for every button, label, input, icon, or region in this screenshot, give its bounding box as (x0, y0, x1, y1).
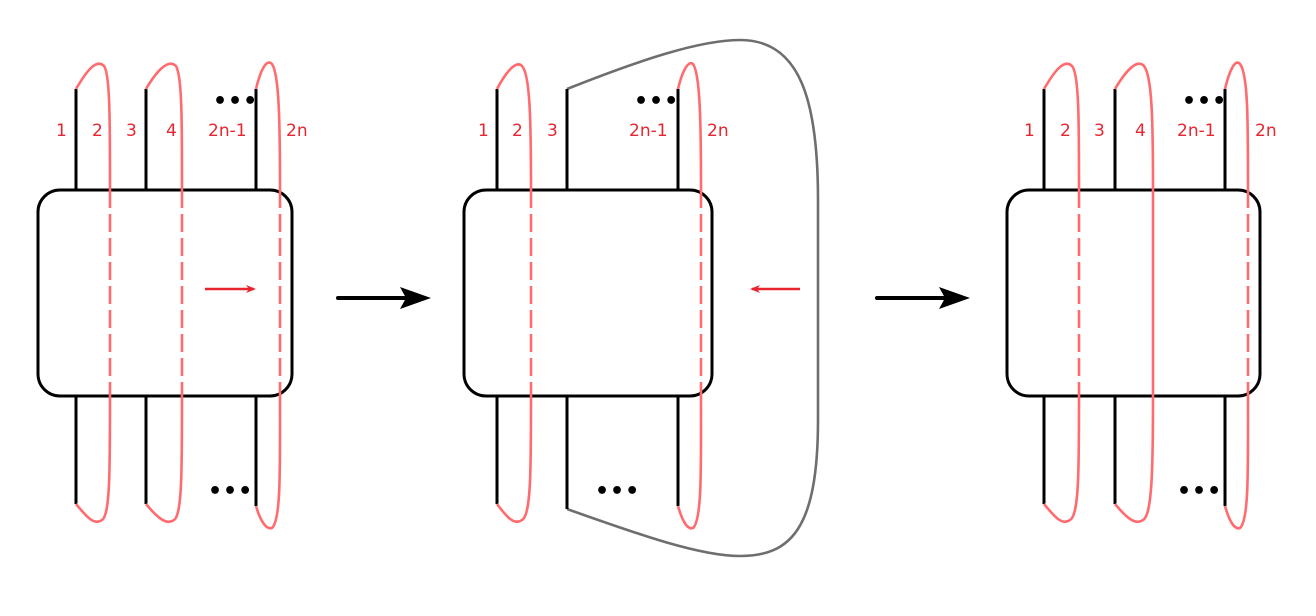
red-cap-1 (1042, 62, 1081, 191)
ellipsis-bottom: ••• (595, 479, 640, 504)
label-2n-1: 2n-1 (208, 121, 247, 141)
label-1: 1 (56, 121, 67, 141)
red-cup-2 (1114, 395, 1155, 524)
label-1: 1 (1024, 121, 1035, 141)
label-2n: 2n (1255, 121, 1277, 141)
gray-closure-loop (566, 38, 820, 558)
transition-arrow-1 (336, 287, 431, 309)
panel-3: 1 2 3 4 2n-1 2n ••• ••• (1005, 61, 1277, 530)
panel-2: 1 2 3 2n-1 2n ••• ••• (462, 38, 820, 558)
ellipsis-top: ••• (634, 89, 679, 114)
label-2n-1: 2n-1 (1177, 121, 1216, 141)
red-cap-3 (676, 61, 703, 191)
tangle-box (36, 188, 294, 398)
label-4: 4 (1135, 121, 1146, 141)
transition-arrow-2 (875, 287, 970, 309)
ellipsis-top: ••• (1182, 89, 1227, 114)
red-cup-2 (145, 395, 184, 524)
red-cap-1 (74, 62, 112, 191)
label-2n: 2n (707, 121, 729, 141)
red-cap-1 (495, 63, 533, 191)
ellipsis-bottom: ••• (208, 479, 253, 504)
label-1: 1 (478, 121, 489, 141)
ellipsis-bottom: ••• (1177, 479, 1222, 504)
label-3: 3 (126, 121, 137, 141)
red-cup-1 (1043, 395, 1081, 524)
red-cap-2 (144, 62, 184, 191)
tangle-box (462, 188, 714, 398)
red-cup-3 (676, 395, 703, 530)
label-2n: 2n (286, 121, 308, 141)
red-cup-3 (1223, 395, 1250, 530)
ellipsis-top: ••• (213, 89, 258, 114)
red-cup-1 (495, 395, 533, 524)
red-cap-2 (1113, 62, 1155, 191)
panel-1: 1 2 3 4 2n-1 2n ••• ••• (36, 61, 308, 530)
tangle-box (1005, 188, 1262, 398)
label-4: 4 (166, 121, 177, 141)
red-cap-3 (254, 61, 282, 191)
label-2n-1: 2n-1 (629, 121, 668, 141)
label-3: 3 (1094, 121, 1105, 141)
red-cup-3 (254, 395, 282, 530)
label-2: 2 (92, 121, 103, 141)
label-2: 2 (1060, 121, 1071, 141)
red-cap-3 (1223, 61, 1250, 191)
label-3: 3 (547, 121, 558, 141)
red-cup-1 (75, 395, 112, 524)
label-2: 2 (512, 121, 523, 141)
